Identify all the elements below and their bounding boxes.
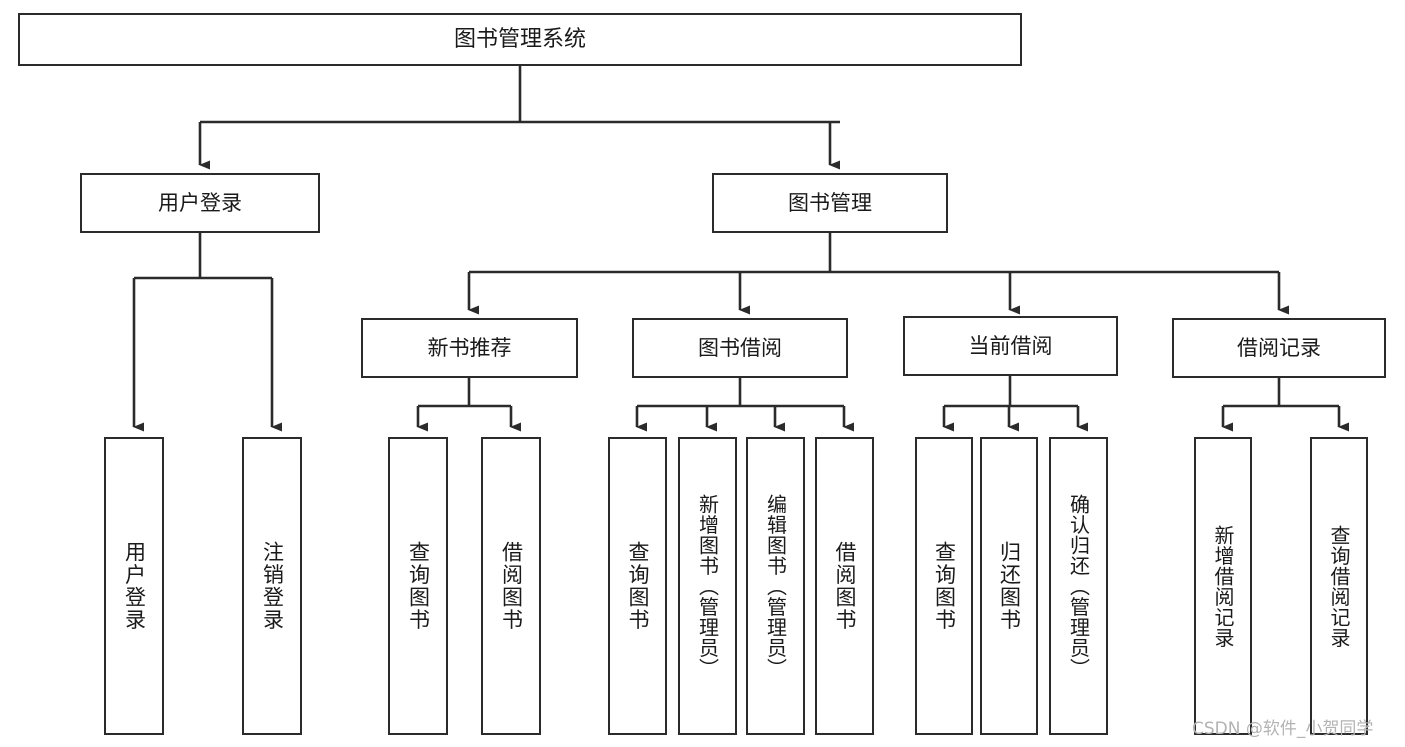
leaf-borrow-edit-book-admin[interactable]: 编辑图书（管理员） <box>746 437 805 735</box>
node-label: 图书借阅 <box>698 335 782 360</box>
leaf-borrow-add-book-admin[interactable]: 新增图书（管理员） <box>678 437 737 735</box>
node-label: 图书管理 <box>788 190 872 215</box>
node-label: 借阅图书 <box>499 541 524 631</box>
node-label: 归还图书 <box>997 541 1022 631</box>
leaf-borrow-query-book[interactable]: 查询图书 <box>608 437 667 735</box>
node-label: 用户登录 <box>158 190 242 215</box>
node-label: 编辑图书（管理员） <box>763 493 788 679</box>
node-label: 查询借阅记录 <box>1327 524 1351 648</box>
node-label: 借阅记录 <box>1237 335 1321 360</box>
node-root-system[interactable]: 图书管理系统 <box>18 13 1022 66</box>
node-label: 借阅图书 <box>833 541 857 631</box>
node-label: 查询图书 <box>932 541 957 631</box>
leaf-user-login-signout[interactable]: 注销登录 <box>242 437 302 735</box>
node-label: 当前借阅 <box>968 333 1053 358</box>
leaf-user-login-signin[interactable]: 用户登录 <box>104 437 164 735</box>
node-label: 查询图书 <box>406 541 431 631</box>
node-label: 用户登录 <box>122 541 147 631</box>
node-label: 新增图书（管理员） <box>695 493 720 679</box>
node-label: 新书推荐 <box>427 335 512 360</box>
node-book-borrow[interactable]: 图书借阅 <box>632 318 848 378</box>
leaf-current-confirm-return-admin[interactable]: 确认归还（管理员） <box>1049 437 1108 735</box>
node-current-borrow[interactable]: 当前借阅 <box>903 316 1118 376</box>
node-borrow-records[interactable]: 借阅记录 <box>1172 318 1386 378</box>
node-label: 查询图书 <box>626 541 650 631</box>
leaf-records-query-record[interactable]: 查询借阅记录 <box>1310 437 1368 735</box>
leaf-current-return-book[interactable]: 归还图书 <box>980 437 1038 735</box>
node-label: 新增借阅记录 <box>1211 524 1235 648</box>
node-label: 确认归还（管理员） <box>1066 493 1091 679</box>
leaf-recommend-borrow-book[interactable]: 借阅图书 <box>481 437 541 735</box>
node-user-login[interactable]: 用户登录 <box>80 173 320 233</box>
leaf-borrow-borrow-book[interactable]: 借阅图书 <box>815 437 874 735</box>
node-label: 注销登录 <box>260 541 285 631</box>
watermark-text: CSDN @软件_小贺同学 <box>1192 719 1374 739</box>
leaf-records-add-record[interactable]: 新增借阅记录 <box>1194 437 1252 735</box>
leaf-current-query-book[interactable]: 查询图书 <box>915 437 973 735</box>
node-label: 图书管理系统 <box>453 26 586 52</box>
node-new-book-recommend[interactable]: 新书推荐 <box>361 318 578 378</box>
leaf-recommend-query-book[interactable]: 查询图书 <box>388 437 448 735</box>
node-book-management[interactable]: 图书管理 <box>712 173 948 233</box>
